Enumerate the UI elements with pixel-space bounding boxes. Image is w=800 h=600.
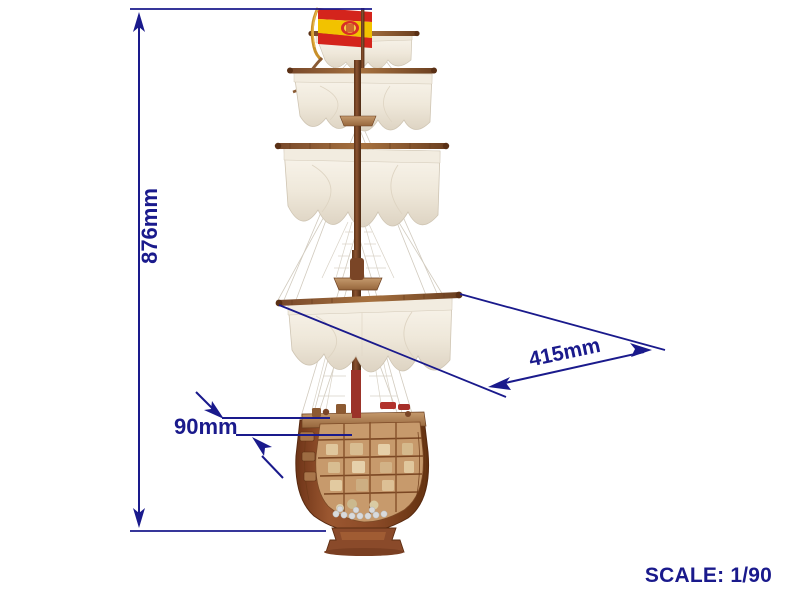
deck-fittings — [312, 396, 411, 418]
sail-topsail — [293, 71, 433, 132]
scale-label: SCALE: 1/90 — [644, 564, 772, 587]
yard-mainsail — [278, 292, 460, 306]
depth-extension-upper — [459, 293, 666, 351]
crows-nest-mid — [333, 258, 383, 291]
spanish-flag — [310, 7, 372, 62]
sail-mainsail — [287, 295, 453, 373]
cannonballs — [332, 505, 388, 520]
crows-nest-upper — [339, 115, 377, 127]
depth-arrow-right — [630, 343, 652, 357]
sail-upper-main — [283, 147, 441, 228]
width-arrow-upper — [204, 401, 224, 419]
width-arrow-lower — [252, 437, 272, 456]
height-label: 876mm — [137, 188, 162, 264]
dimension-width-90mm: 90mm — [174, 391, 352, 479]
width-label: 90mm — [174, 414, 238, 439]
depth-arrow-left — [488, 377, 511, 390]
topmast — [361, 8, 365, 68]
dimension-height-876mm: 876mm — [130, 8, 372, 532]
yard-topsail — [288, 68, 436, 74]
height-arrow-top — [133, 12, 145, 32]
hull-cargo — [326, 443, 414, 512]
depth-label: 415mm — [527, 334, 603, 372]
depth-dimension-line — [495, 351, 645, 386]
ship-hull — [295, 411, 430, 533]
height-arrow-bottom — [133, 508, 145, 528]
display-stand — [324, 527, 405, 556]
main-mast — [354, 60, 361, 260]
yard-upper-main — [276, 143, 448, 149]
depth-extension-lower — [278, 304, 507, 398]
width-leader-lower — [261, 455, 284, 479]
ship-model — [274, 7, 463, 556]
